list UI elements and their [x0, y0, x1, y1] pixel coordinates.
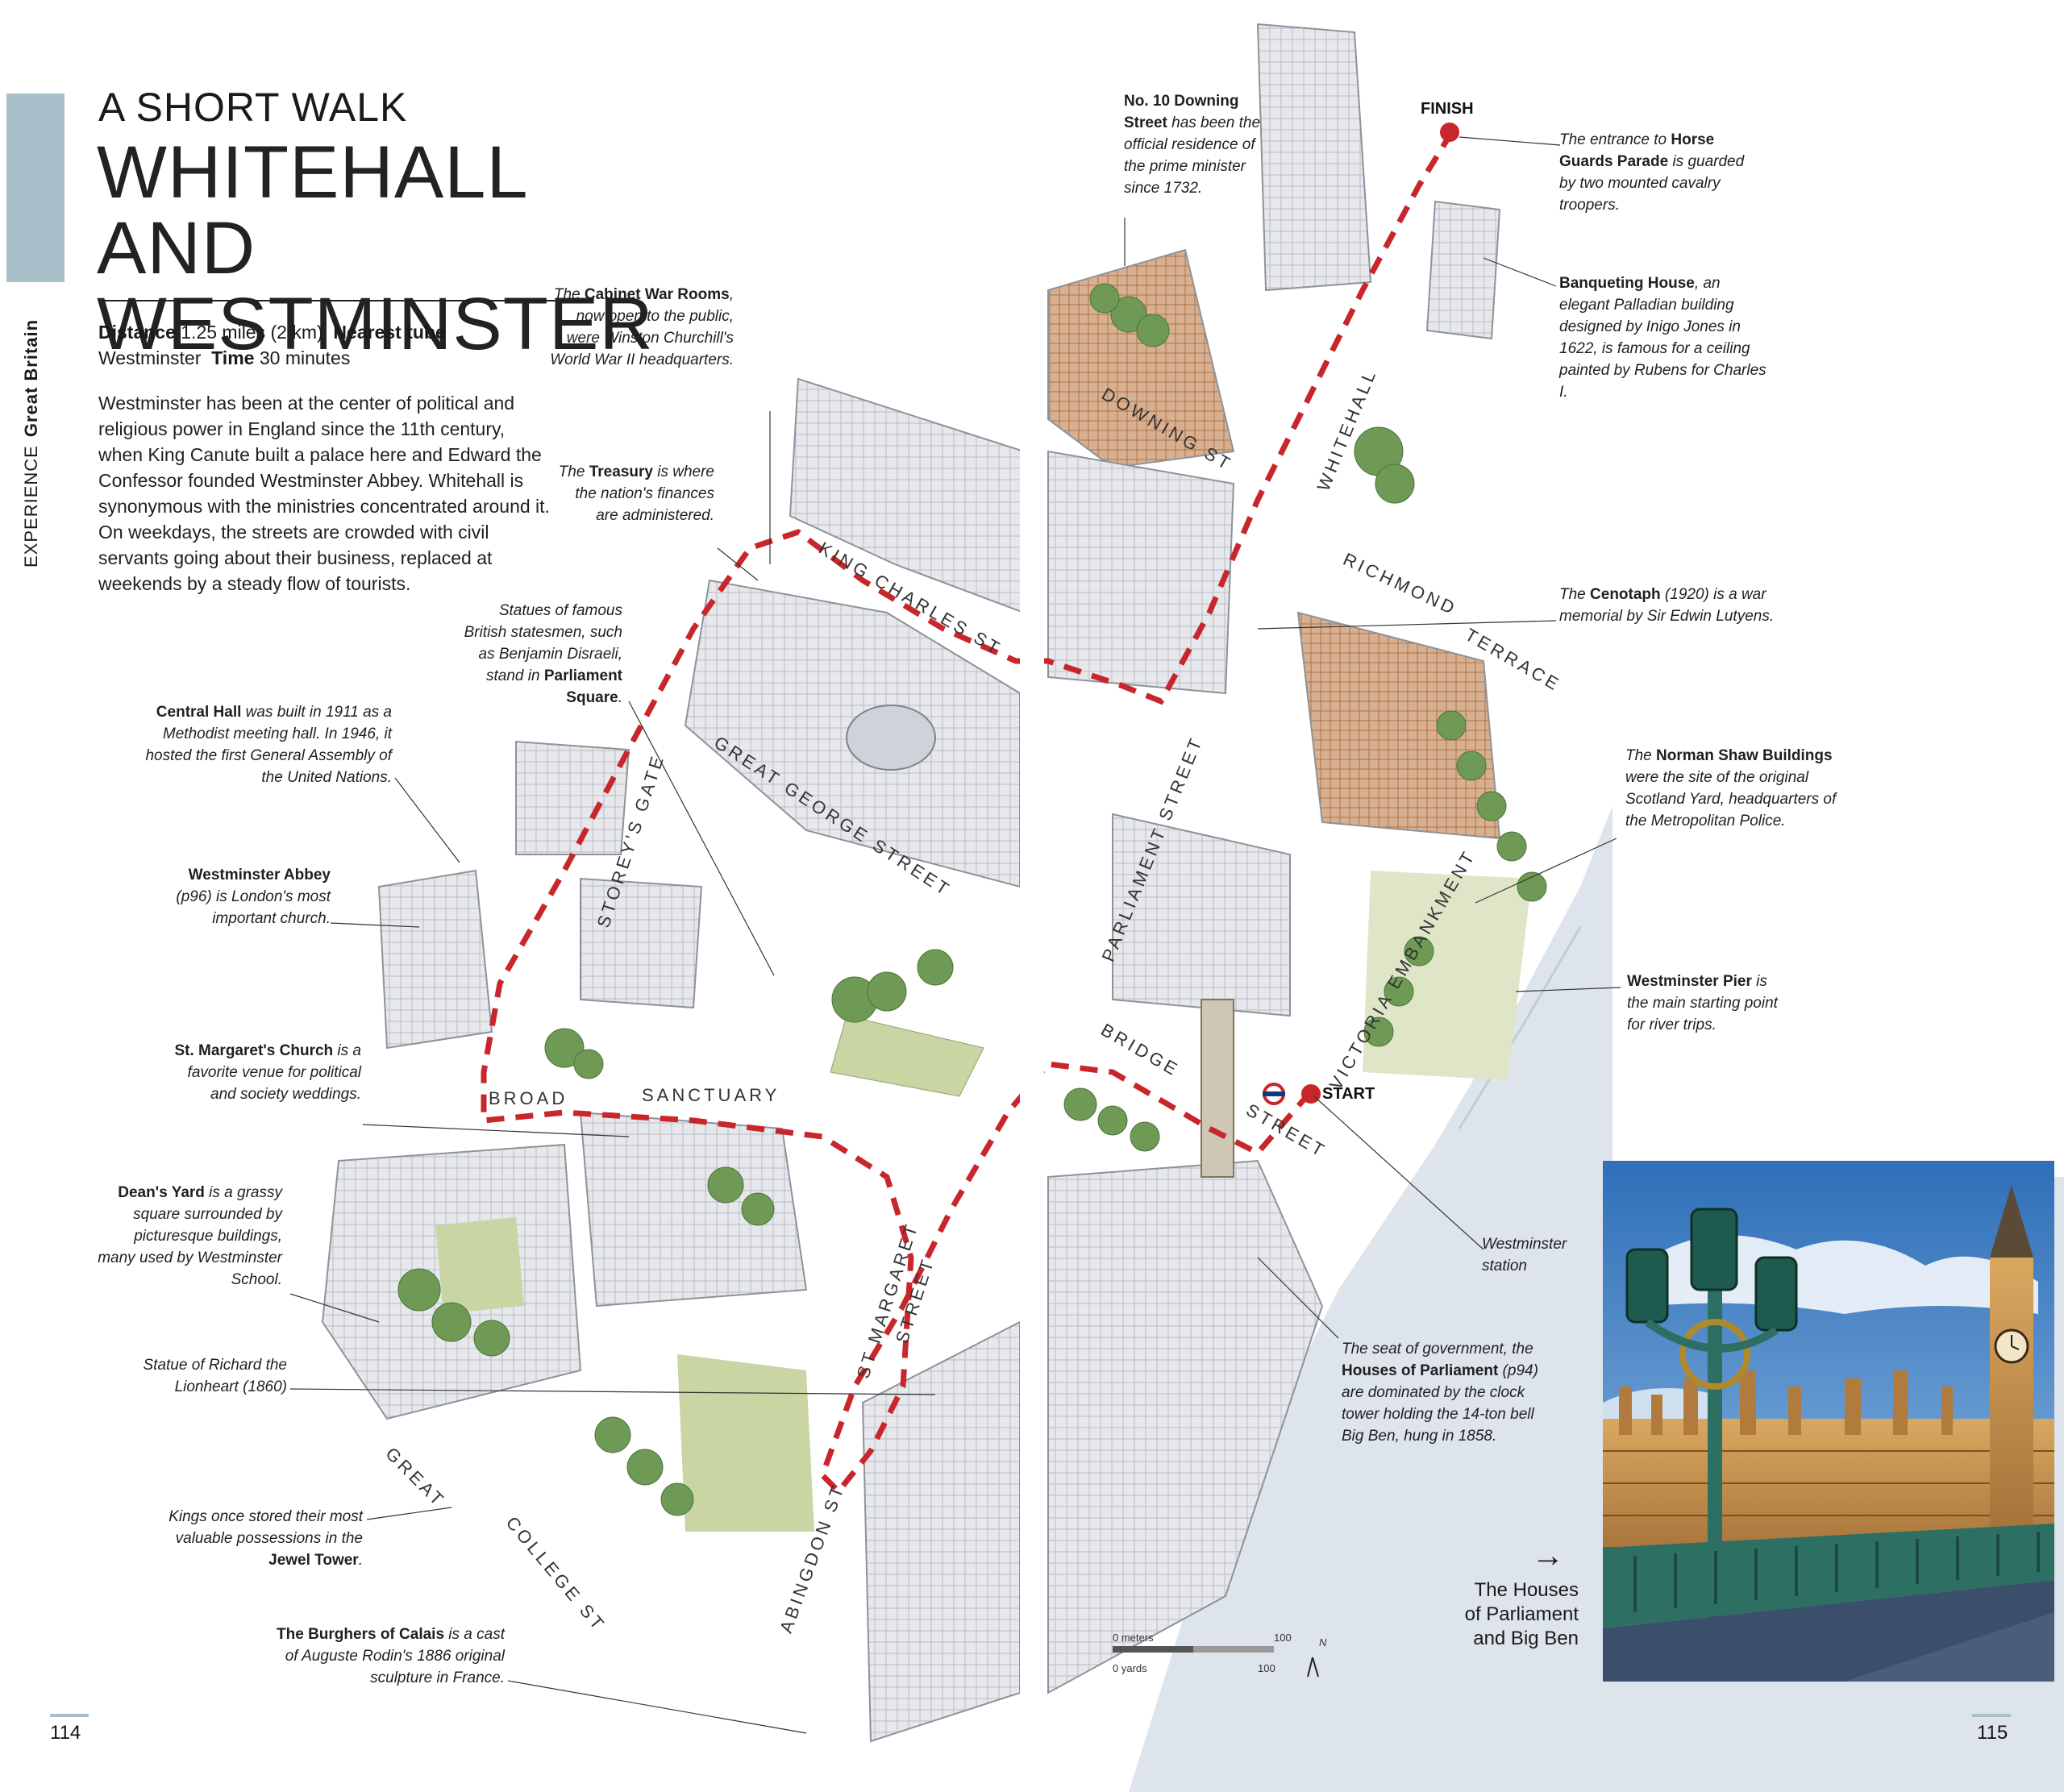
north-arrow-icon: N [1319, 1636, 1327, 1649]
callout-statues: Statues of famous British statesmen, suc… [464, 602, 622, 706]
time-label: Time [211, 347, 255, 368]
parliament-west [861, 1320, 1021, 1743]
street-broad: BROAD [489, 1088, 568, 1108]
callout-norman-shaw: The Norman Shaw Buildings were the site … [1625, 747, 1837, 829]
title-rule [98, 300, 577, 301]
time-value: 30 minutes [259, 347, 351, 368]
callout-westminster-station: Westminster station [1482, 1236, 1567, 1274]
banqueting-house [1425, 200, 1501, 340]
westminster-abbey [579, 1111, 808, 1308]
callout-richard-statue: Statue of Richard the Lionheart (1860) [143, 1357, 288, 1395]
big-ben-tower [1201, 999, 1234, 1178]
trees [397, 283, 1547, 1516]
photo-caption-line-1: The Houses [1474, 1579, 1579, 1601]
finish-label: FINISH [1421, 100, 1474, 118]
leader-lines [289, 136, 1621, 1734]
title-line-2: WESTMINSTER [97, 282, 654, 365]
photo-caption-line-3: and Big Ben [1473, 1628, 1579, 1649]
treasury-block [789, 377, 1025, 614]
street-sanctuary: SANCTUARY [642, 1085, 780, 1105]
scale-meters-label: 0 meters [1113, 1632, 1154, 1644]
callout-deans-yard: Dean's Yard is a grassy square surrounde… [98, 1184, 282, 1288]
walk-route [481, 131, 1454, 1496]
courtyard-circle [846, 705, 936, 771]
central-hall-block [515, 740, 630, 855]
guildhall-block [580, 877, 703, 1009]
intro-paragraph: Westminster has been at the center of po… [98, 393, 550, 594]
foreign-office-block [1047, 450, 1235, 695]
section-color-band [6, 94, 64, 282]
parliament-square-lawn [830, 1015, 984, 1097]
start-marker [1301, 1084, 1321, 1104]
callout-houses-of-parliament: The seat of government, the Houses of Pa… [1342, 1341, 1538, 1445]
callout-cenotaph: The Cenotaph (1920) is a war memorial by… [1559, 586, 1775, 625]
tube-value: Westminster [98, 347, 202, 368]
abbey-garden [677, 1354, 814, 1532]
photo-caption-line-2: of Parliament [1464, 1603, 1579, 1625]
scale-yards-max: 100 [1258, 1662, 1275, 1674]
distance-value: 1.25 miles (2 km) [181, 322, 323, 343]
page-gutter [1020, 0, 1044, 1792]
callout-burghers-of-calais: The Burghers of Calais is a cast of Augu… [277, 1626, 505, 1686]
tube-label: Nearest tube [333, 322, 446, 343]
callout-st-margarets: St. Margaret's Church is a favorite venu… [174, 1042, 361, 1103]
callout-jewel-tower: Kings once stored their most valuable po… [169, 1508, 363, 1569]
start-label: START [1322, 1085, 1375, 1103]
scale-meters-max: 100 [1274, 1632, 1292, 1644]
distance-label: Distance [98, 322, 176, 343]
whitehall-towers [1256, 23, 1372, 292]
title-line-1: WHITEHALL AND [97, 131, 526, 289]
page-number-right: 115 [1977, 1722, 2008, 1744]
tube-roundel-icon [1263, 1083, 1285, 1105]
callout-central-hall: Central Hall was built in 1911 as a Meth… [145, 704, 392, 786]
downing-block [1047, 248, 1235, 469]
arrow-right-icon: → [1532, 1538, 1564, 1574]
callout-downing-street: No. 10 Downing Street has been the offic… [1124, 93, 1261, 197]
callout-cabinet-war-rooms: The Cabinet War Rooms, now open to the p… [550, 286, 734, 368]
callout-treasury: The Treasury is where the nation's finan… [558, 464, 714, 524]
walk-facts: Distance 1.25 miles (2 km) Nearest tube … [98, 319, 582, 371]
kicker: A SHORT WALK [98, 85, 408, 130]
victoria-gardens [1363, 871, 1532, 1080]
parliament-photo [1603, 1161, 2054, 1682]
callout-banqueting-house: Banqueting House, an elegant Palladian b… [1559, 275, 1766, 401]
callout-westminster-abbey: Westminster Abbey (p96) is London's most… [176, 867, 331, 927]
callout-horse-guards: The entrance to Horse Guards Parade is g… [1559, 131, 1745, 214]
scale-yards-label: 0 yards [1113, 1662, 1147, 1674]
page-bar-right [1972, 1714, 2011, 1717]
page-title: WHITEHALL AND WESTMINSTER [97, 135, 693, 362]
deans-yard-lawn [435, 1217, 524, 1314]
scale-bar [1113, 1646, 1319, 1678]
page-bar-left [50, 1714, 89, 1717]
parliament-street-block [1112, 813, 1291, 1017]
callout-westminster-pier: Westminster Pier is the main starting po… [1627, 973, 1778, 1033]
finish-marker [1440, 123, 1459, 142]
page-number-left: 114 [50, 1722, 81, 1744]
abbey-dome [377, 869, 493, 1050]
photo-caption: The Houses of Parliament and Big Ben [1419, 1578, 1579, 1651]
